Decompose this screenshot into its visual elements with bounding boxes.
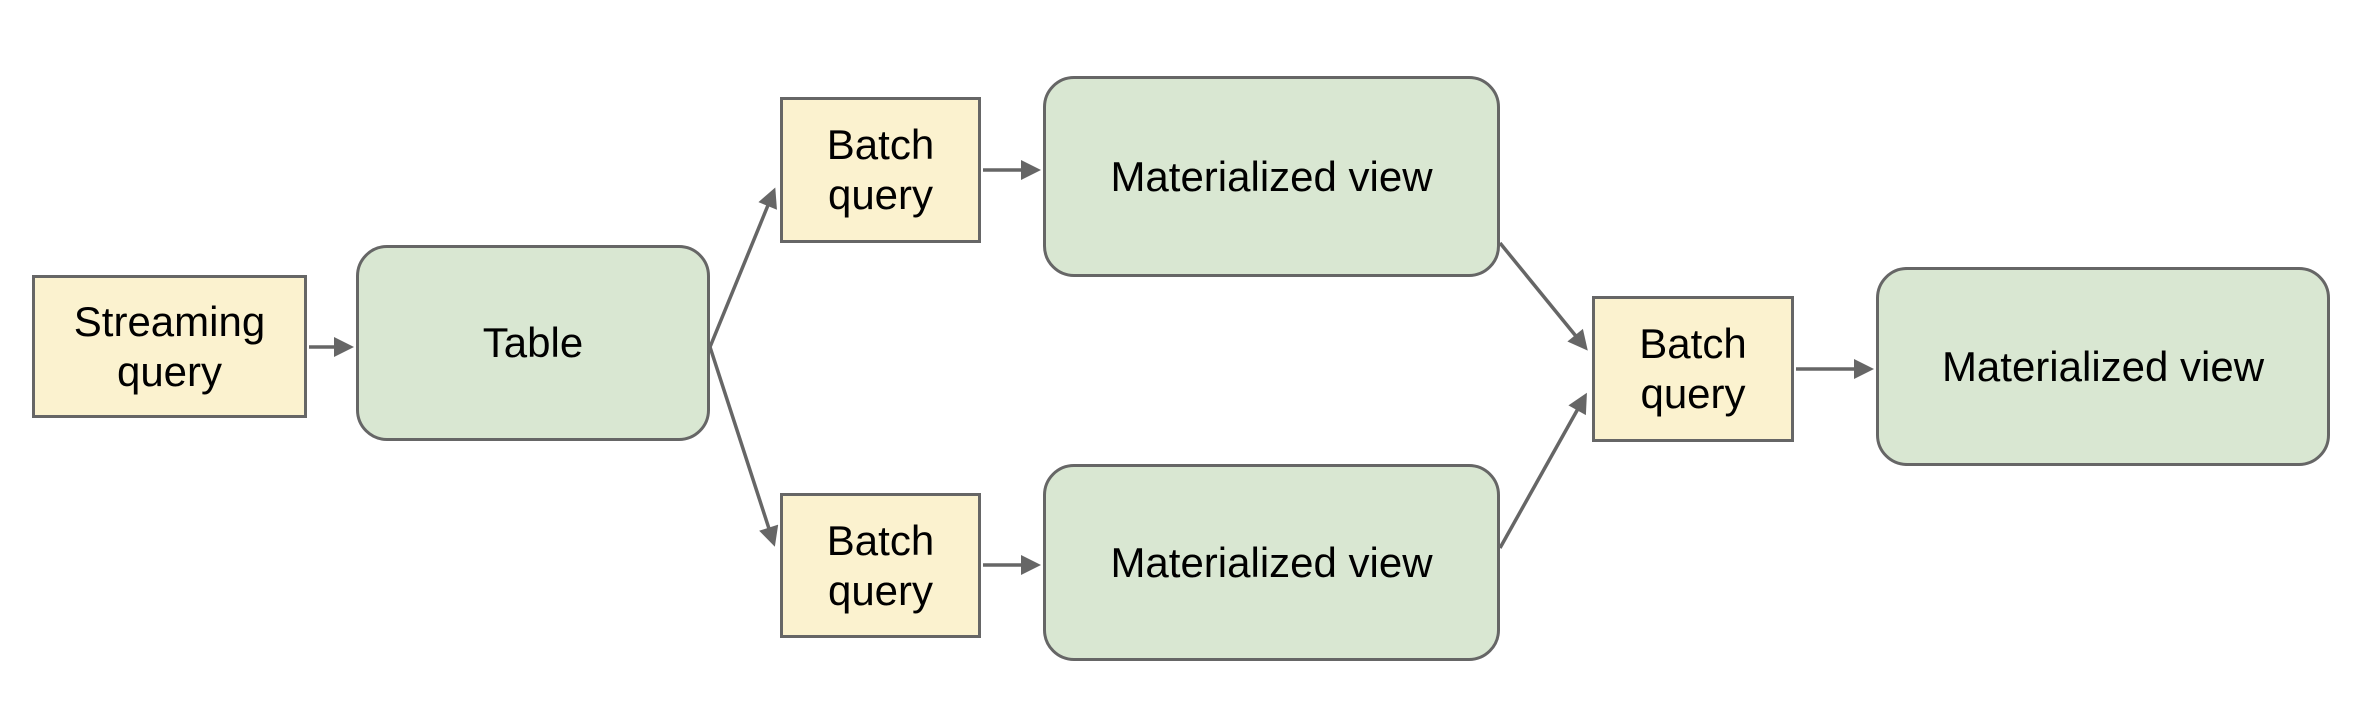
arrow-mv-bottom-to-batch-query-right bbox=[1498, 392, 1587, 549]
arrow-table-to-batch-query-bottom bbox=[708, 346, 779, 547]
node-batch-query-bottom-label: Batch query bbox=[826, 516, 935, 614]
node-batch-query-right: Batch query bbox=[1592, 296, 1794, 442]
arrow-table-to-batch-query-top bbox=[708, 187, 777, 348]
arrow-mv-top-to-batch-query-right bbox=[1498, 241, 1588, 351]
node-streaming-query: Streaming query bbox=[32, 275, 307, 418]
node-table: Table bbox=[356, 245, 710, 441]
node-materialized-view-bottom: Materialized view bbox=[1043, 464, 1500, 661]
node-streaming-query-label: Streaming query bbox=[73, 297, 266, 395]
node-materialized-view-bottom-label: Materialized view bbox=[1110, 538, 1433, 586]
node-materialized-view-right: Materialized view bbox=[1876, 267, 2330, 466]
node-batch-query-top-label: Batch query bbox=[826, 121, 935, 218]
node-batch-query-bottom: Batch query bbox=[780, 493, 981, 638]
node-materialized-view-top-label: Materialized view bbox=[1110, 152, 1433, 200]
node-table-label: Table bbox=[482, 319, 584, 367]
node-materialized-view-right-label: Materialized view bbox=[1941, 342, 2265, 390]
node-batch-query-right-label: Batch query bbox=[1639, 320, 1747, 417]
node-batch-query-top: Batch query bbox=[780, 97, 981, 243]
node-materialized-view-top: Materialized view bbox=[1043, 76, 1500, 277]
